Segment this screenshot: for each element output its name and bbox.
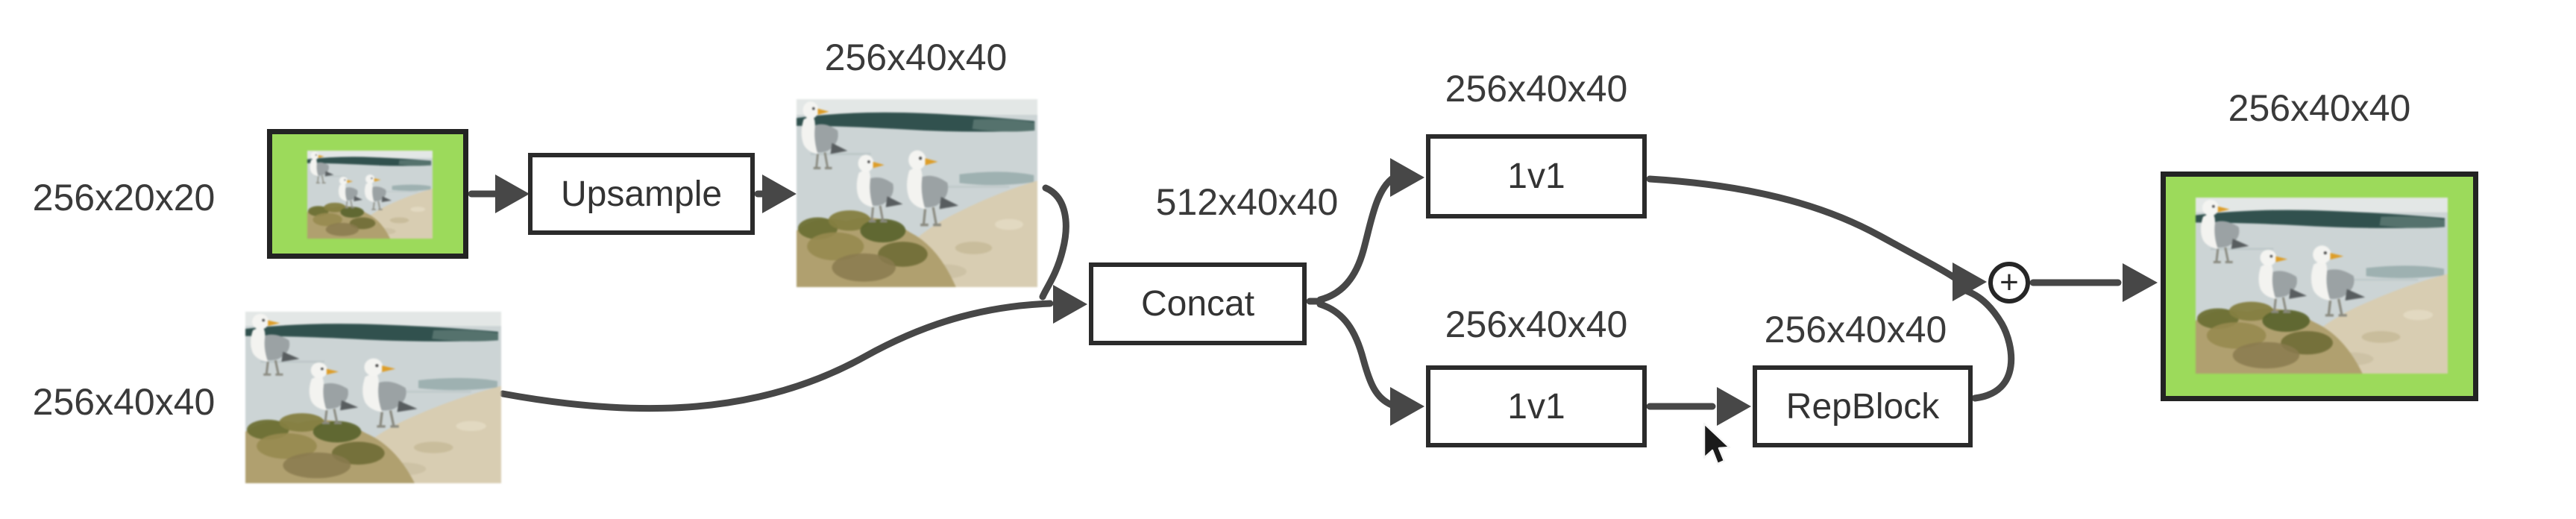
feature-map-input-small: [267, 129, 468, 259]
add-icon-glyph: +: [1999, 264, 2019, 301]
arrowhead-output: [2123, 263, 2158, 302]
conv1v1-bottom-box-label: 1v1: [1507, 386, 1565, 427]
conv1v1-top-box: 1v1: [1426, 134, 1647, 218]
arrowhead-upsampled-map: [762, 174, 797, 213]
repblock-box-label: RepBlock: [1785, 386, 1940, 427]
upsample-box-label: Upsample: [560, 174, 723, 214]
label-output: 256x40x40: [2228, 87, 2411, 129]
curve-input-large-to-concat: [499, 300, 1054, 412]
repblock-box: RepBlock: [1753, 365, 1973, 447]
seagull-image-upsampled: [797, 99, 1037, 287]
curve-conv-top-to-add: [1646, 175, 1958, 281]
label-conv-bottom-output: 256x40x40: [1445, 303, 1628, 345]
seagull-image-small: [307, 151, 433, 239]
arrowhead-concat: [1053, 285, 1087, 324]
label-repblock-output: 256x40x40: [1764, 309, 1947, 350]
curve-concat-to-conv-bottom: [1316, 301, 1395, 409]
label-input-small: 256x20x20: [32, 177, 216, 218]
label-conv-top-output: 256x40x40: [1445, 68, 1628, 110]
upsample-box: Upsample: [528, 153, 755, 235]
conv1v1-bottom-box: 1v1: [1426, 365, 1647, 447]
seagull-image-output: [2196, 198, 2448, 374]
label-concat-output: 512x40x40: [1155, 181, 1339, 223]
add-icon: +: [1988, 262, 2030, 303]
arrowhead-conv-bottom: [1390, 387, 1424, 426]
arrowhead-add: [1953, 262, 1987, 301]
label-input-large: 256x40x40: [32, 381, 216, 423]
mouse-cursor-icon: [1703, 422, 1731, 465]
arrowhead-upsample: [495, 174, 530, 213]
concat-box-label: Concat: [1140, 284, 1255, 324]
label-upsampled-map: 256x40x40: [824, 37, 1008, 78]
seagull-image-input-large: [245, 312, 501, 483]
arrowhead-conv-top: [1390, 158, 1424, 197]
curve-upsampled-to-concat: [1039, 184, 1069, 301]
conv1v1-top-box-label: 1v1: [1507, 157, 1565, 196]
arrowhead-repblock: [1717, 387, 1751, 426]
feature-map-output: [2161, 172, 2478, 401]
concat-box: Concat: [1089, 262, 1307, 345]
